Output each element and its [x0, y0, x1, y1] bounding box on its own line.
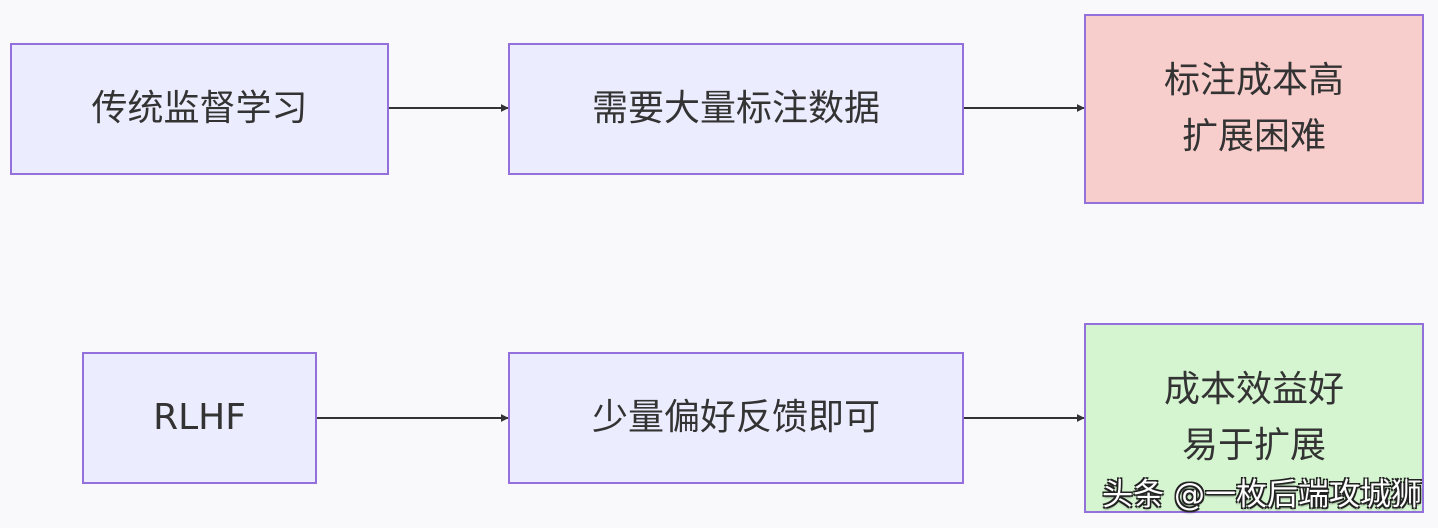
- node-label: 少量偏好反馈即可: [591, 397, 880, 438]
- node-traditional-supervised-learning: 传统监督学习: [10, 43, 389, 175]
- node-cost-effective: 成本效益好 易于扩展: [1084, 323, 1424, 513]
- node-label: 需要大量标注数据: [591, 88, 880, 129]
- node-needs-large-labeled-data: 需要大量标注数据: [508, 43, 964, 175]
- node-label: 传统监督学习: [91, 88, 308, 129]
- node-little-preference-feedback: 少量偏好反馈即可: [508, 352, 964, 484]
- node-label-line-1: 标注成本高: [1163, 60, 1344, 101]
- node-label: RLHF: [153, 397, 246, 438]
- node-label-line-1: 成本效益好: [1163, 369, 1344, 410]
- watermark: 头条 @一枚后端攻城狮: [1102, 477, 1422, 513]
- node-label-line-2: 易于扩展: [1181, 425, 1326, 466]
- node-high-labeling-cost: 标注成本高 扩展困难: [1084, 14, 1424, 204]
- node-rlhf: RLHF: [82, 352, 317, 484]
- node-label-line-2: 扩展困难: [1181, 116, 1326, 157]
